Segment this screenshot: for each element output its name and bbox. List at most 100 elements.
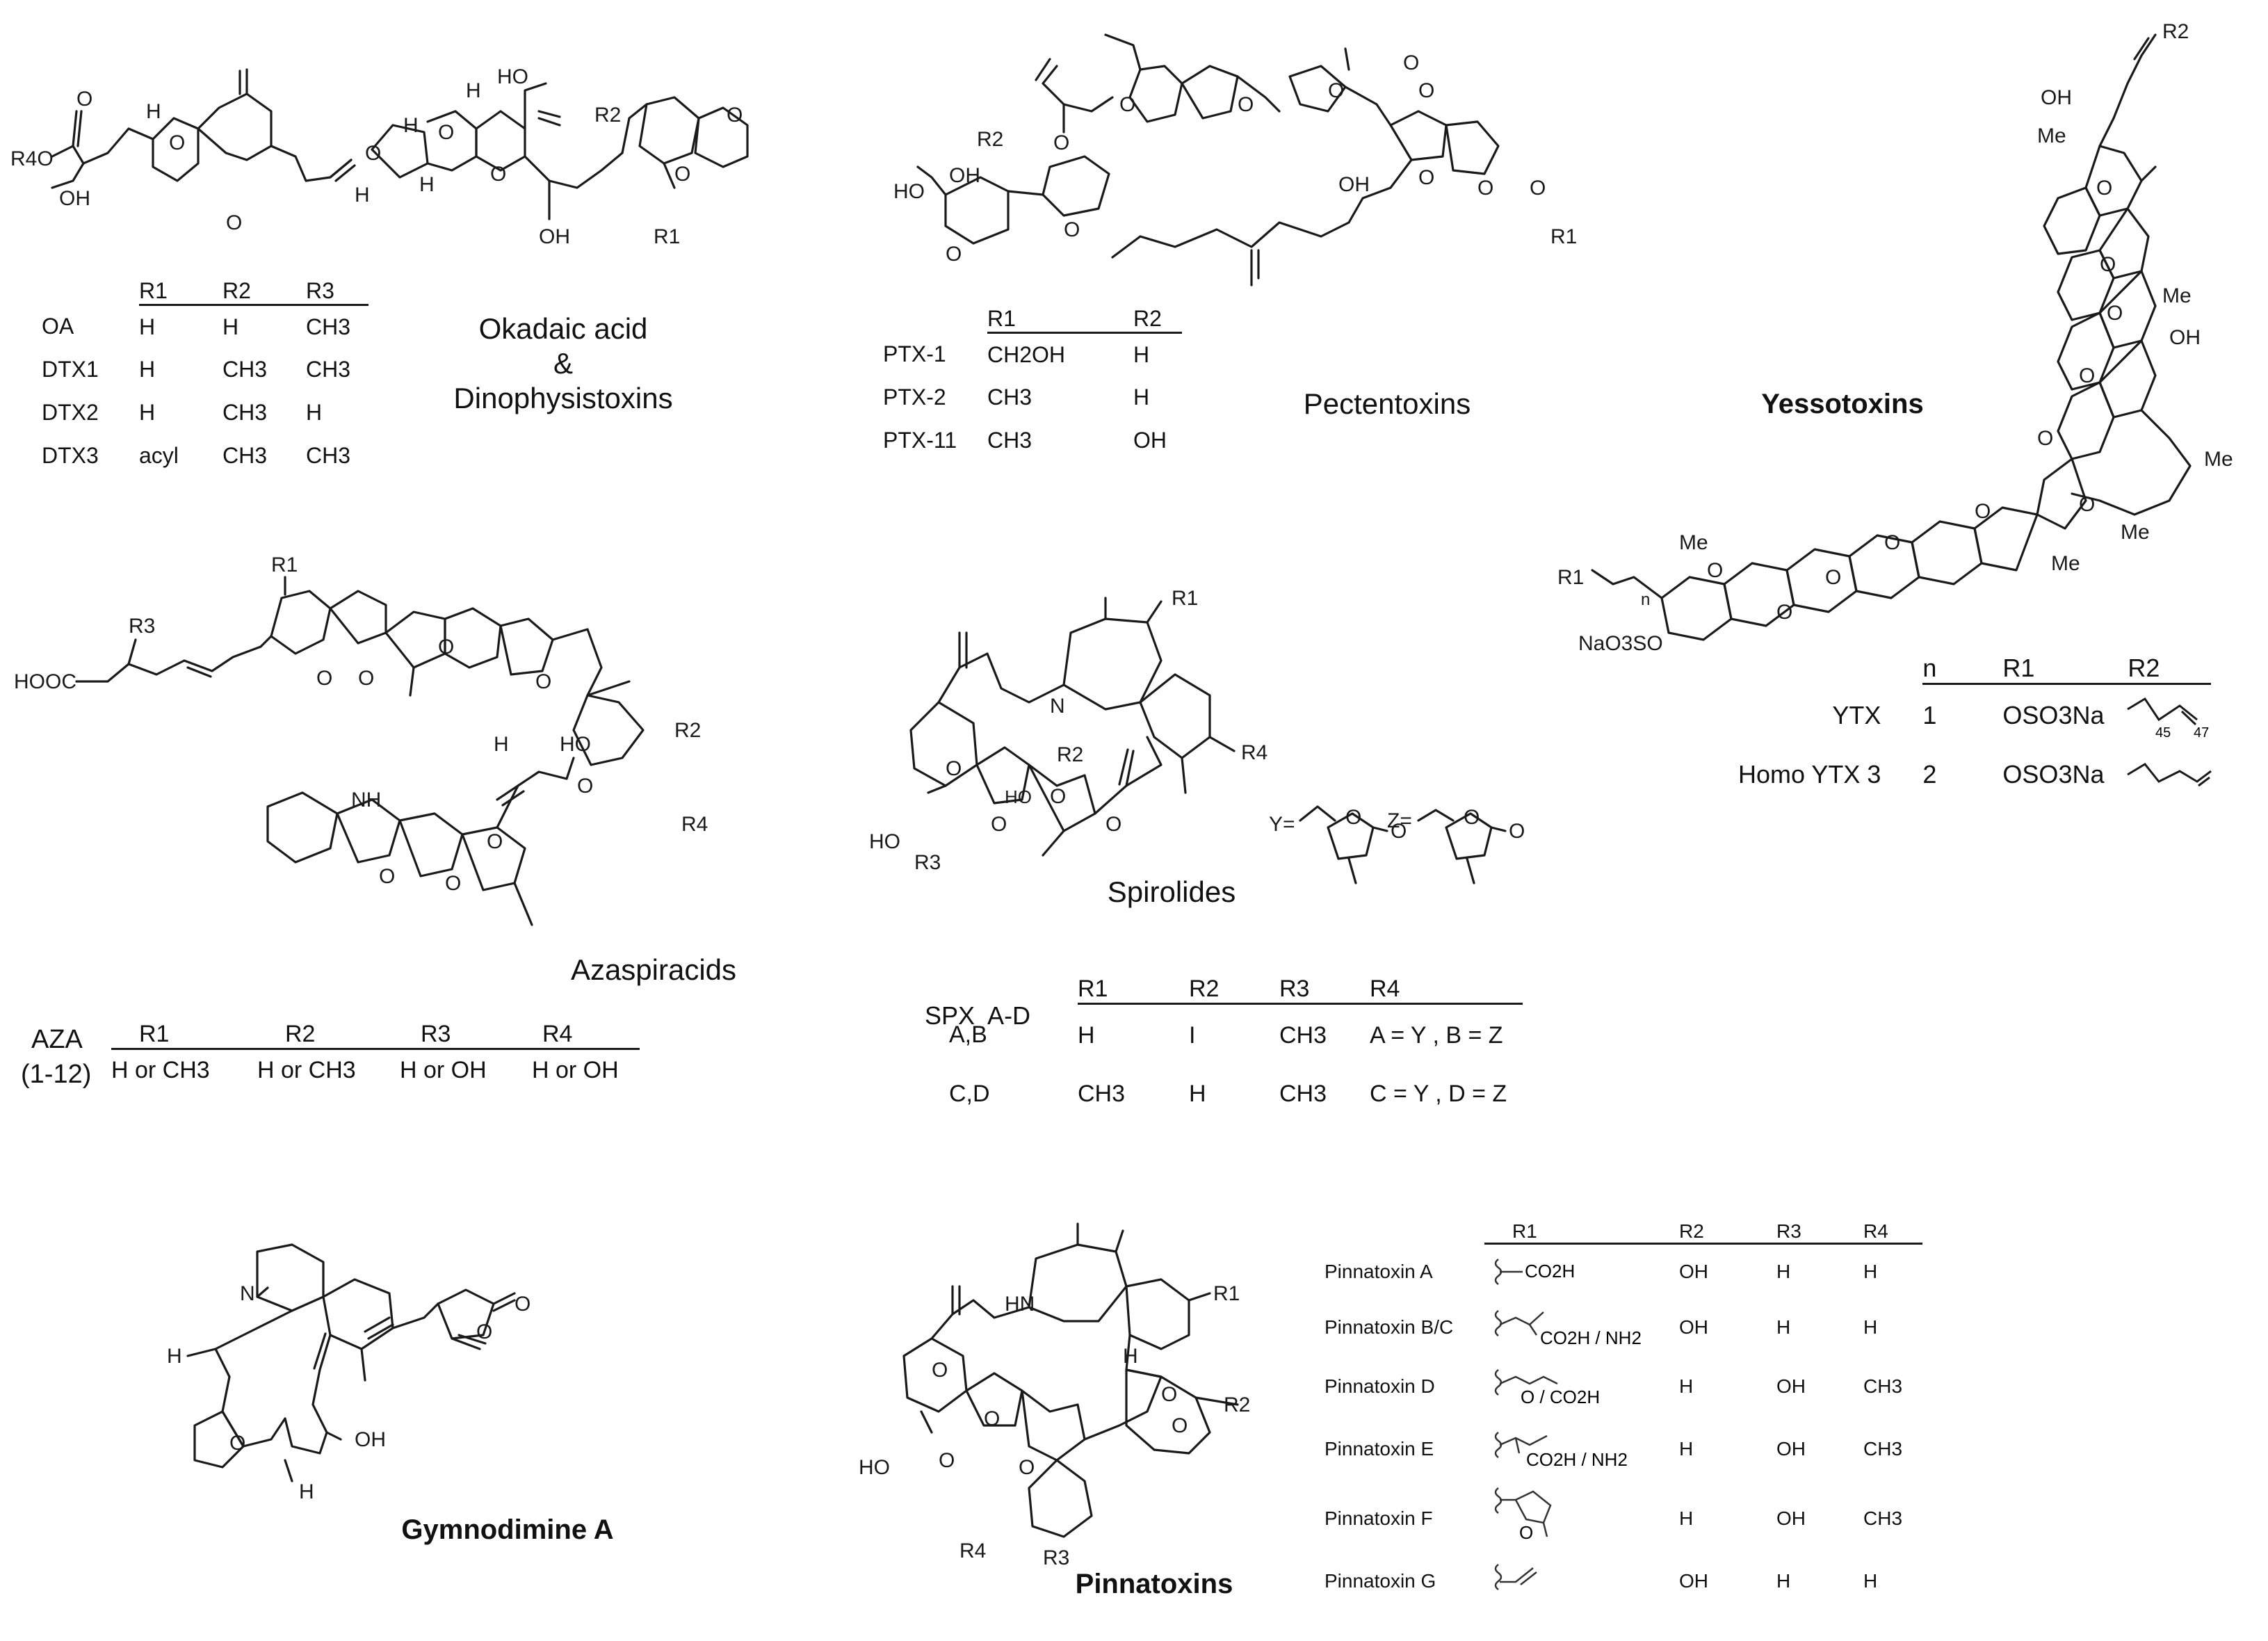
svg-text:O: O	[2079, 493, 2095, 516]
table-row-name: PTX-11	[883, 428, 957, 453]
aza-header-r1: R1	[111, 1021, 257, 1050]
svg-text:O: O	[438, 636, 454, 658]
ptx-header-r1: R1	[987, 306, 1133, 334]
cell: H	[1189, 1081, 1206, 1107]
cell: OSO3Na	[2002, 759, 2105, 789]
svg-text:O: O	[229, 1432, 245, 1455]
svg-text:O: O	[946, 243, 962, 266]
cell: H	[1776, 1261, 1791, 1283]
svg-text:R1: R1	[1557, 566, 1584, 589]
azaspiracid-table: R1 R2 R3 R4 H or CH3 H or CH3 H or OH H …	[111, 1021, 640, 1091]
svg-text:OH: OH	[2169, 326, 2201, 349]
svg-text:O: O	[1418, 79, 1434, 102]
svg-text:n: n	[1641, 590, 1650, 609]
cell: H	[1679, 1437, 1694, 1460]
gymnodimine-title: Gymnodimine A	[401, 1514, 614, 1545]
title-line: Okadaic acid	[478, 312, 648, 345]
cell: CH3	[222, 400, 268, 425]
amino-acid-sidechain-icon: CO2H / NH2	[1494, 1310, 1642, 1348]
table-row-name: OA	[42, 314, 74, 339]
pinnatoxin-structure: R1 HN H O O O R2 O HO O O R4 R3	[859, 1222, 1250, 1569]
svg-text:O: O	[932, 1359, 948, 1382]
gymnodimine-atom-labels: N O O H O OH H	[167, 1282, 530, 1503]
svg-text:O: O	[1884, 531, 1900, 554]
spirolide-table: R1 R2 R3 R4 A,B H I CH3 A = Y , B = Z C,…	[932, 976, 1523, 1122]
svg-text:R3: R3	[129, 615, 155, 638]
svg-text:O: O	[1238, 93, 1254, 116]
vinyl-sidechain-icon	[1494, 1564, 1537, 1590]
svg-text:O: O	[169, 131, 185, 154]
svg-text:O: O	[515, 1293, 530, 1316]
svg-text:O: O	[984, 1407, 1000, 1430]
cell: A = Y , B = Z	[1370, 1021, 1503, 1049]
cell: H	[139, 400, 156, 425]
svg-text:O: O	[2100, 253, 2116, 276]
azaspiracid-title: Azaspiracids	[570, 953, 737, 986]
carboxyl-sidechain-icon: CO2H	[1494, 1258, 1575, 1285]
table-row-name: PTX-1	[883, 341, 946, 366]
cell: H	[1863, 1569, 1878, 1592]
table-row-name: Pinnatoxin F	[1325, 1507, 1433, 1529]
keto-acid-sidechain-icon: O / CO2H	[1494, 1369, 1600, 1407]
svg-text:OH: OH	[355, 1428, 386, 1451]
cell: CH3	[1863, 1437, 1903, 1460]
spx-header-r3: R3	[1279, 976, 1370, 1005]
svg-text:R2: R2	[2162, 20, 2189, 43]
ytx-header-r2: R2	[2128, 654, 2212, 685]
r1-sidechain-cell: CO2H / NH2	[1484, 1300, 1679, 1355]
pectenotoxin-atom-labels: O O O R2 O HO OH O O O O OH O O O R1	[893, 51, 1577, 266]
svg-text:Z=: Z=	[1387, 809, 1412, 832]
svg-text:O: O	[535, 670, 551, 693]
title-line: &	[553, 347, 573, 380]
spx-header-r1: R1	[1078, 976, 1189, 1005]
gymnodimine-bonds	[186, 1243, 516, 1482]
svg-text:OH: OH	[949, 164, 980, 187]
svg-text:CO2H / NH2: CO2H / NH2	[1526, 1449, 1628, 1470]
svg-text:HOOC: HOOC	[14, 670, 76, 693]
svg-text:R4O: R4O	[10, 147, 54, 170]
svg-text:HO: HO	[1005, 786, 1032, 807]
svg-text:O: O	[365, 142, 381, 165]
cell: CH3	[306, 357, 351, 382]
svg-text:O: O	[487, 830, 503, 853]
svg-text:NH: NH	[351, 789, 381, 811]
spx-header-r4: R4	[1370, 976, 1523, 1005]
aza-header-r3: R3	[400, 1021, 532, 1050]
pectenotoxin-structure: O O O R2 O HO OH O O O O OH O O O R1	[893, 33, 1577, 286]
cell: CH3	[1863, 1507, 1903, 1529]
svg-text:R1: R1	[271, 553, 298, 576]
r1-sidechain-cell: O / CO2H	[1484, 1355, 1679, 1418]
title-line: Dinophysistoxins	[453, 382, 673, 414]
cell: H or CH3	[257, 1056, 356, 1083]
svg-text:R3: R3	[914, 851, 941, 874]
cell: CH3	[1078, 1081, 1126, 1107]
ytx-header-r1: R1	[2002, 654, 2128, 685]
cell: I	[1189, 1021, 1196, 1049]
svg-text:HO: HO	[497, 65, 528, 88]
svg-text:O: O	[1464, 806, 1480, 829]
table-row-name: Pinnatoxin D	[1325, 1375, 1435, 1397]
cell: OSO3Na	[2002, 701, 2105, 730]
svg-text:R2: R2	[1224, 1393, 1250, 1416]
svg-text:H: H	[146, 100, 161, 123]
butenyl-sidechain-icon: 45 47	[2127, 697, 2210, 741]
spirolide-structure: R1 N R2 R4 O O O O HO HO R3 Y= O O Z= O …	[869, 587, 1525, 884]
oa-header-r2: R2	[222, 278, 306, 306]
cell: OH	[1776, 1375, 1806, 1397]
svg-text:O: O	[1019, 1456, 1035, 1479]
svg-text:O: O	[1161, 1383, 1177, 1406]
svg-text:Me: Me	[2051, 552, 2080, 575]
pnx-header-r3: R3	[1776, 1220, 1863, 1245]
cell: CH3	[222, 357, 268, 382]
svg-text:R2: R2	[674, 719, 701, 742]
pectenotoxin-bonds	[916, 33, 1500, 286]
azaspiracid-bonds	[75, 576, 645, 926]
aza-label-line: (1-12)	[21, 1060, 92, 1089]
svg-text:H: H	[466, 79, 481, 102]
svg-text:45: 45	[2155, 725, 2171, 741]
svg-text:O: O	[490, 163, 506, 186]
okadaic-acid-atom-labels: R4O OH O H O O H H O O HO H O OH R2 O O …	[10, 65, 743, 248]
spx-header-r2: R2	[1189, 976, 1279, 1005]
svg-text:O: O	[1776, 601, 1792, 624]
svg-text:HO: HO	[893, 180, 925, 203]
